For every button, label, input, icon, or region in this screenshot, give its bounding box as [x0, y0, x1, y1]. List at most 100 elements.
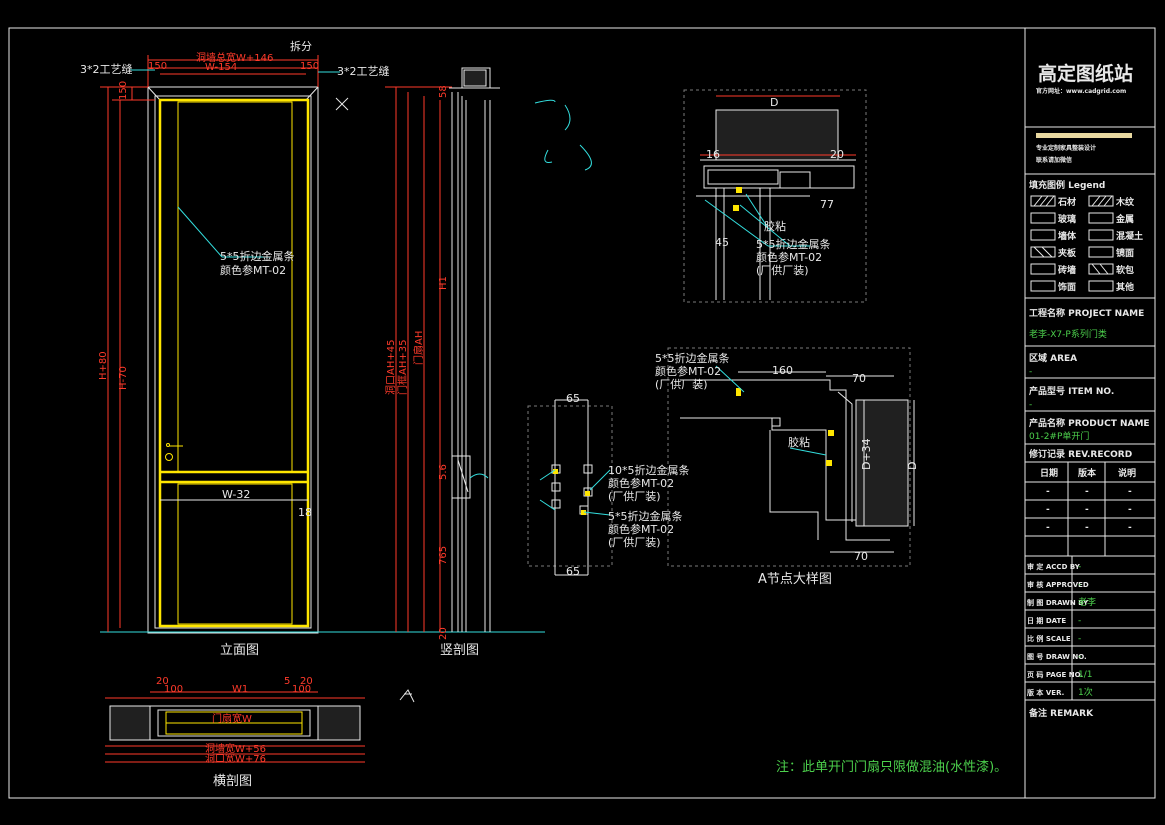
- field-label-2: 审 核 APPROVED: [1027, 580, 1089, 589]
- legend-item-6: 混凝土: [1116, 230, 1143, 242]
- node-top-detail: D 16 20 45 77 胶粘 5*5折边金属条 颜色参MT-02 (厂供厂装…: [683, 89, 867, 303]
- rev-r3-c1: -: [1046, 523, 1050, 533]
- node-a-dim-70-bot: 70: [854, 550, 868, 563]
- legend-title: 填充图例 Legend: [1029, 179, 1105, 191]
- product-label: 产品名称 PRODUCT NAME: [1029, 417, 1150, 429]
- field-label-6: 图 号 DRAW NO.: [1027, 652, 1087, 661]
- label-gap-right: 3*2工艺缝: [337, 64, 390, 78]
- legend-item-10: 软包: [1116, 264, 1134, 276]
- dim-20: 20: [438, 627, 449, 640]
- product-value: 01-2#P单开门: [1029, 430, 1089, 442]
- legend-item-1: 石材: [1057, 196, 1076, 208]
- vertical-section-view: 洞口AH+45 门框AH+35 门扇AH H1 765 58 5.6 20 竖剖…: [385, 67, 500, 658]
- dim-top-inner: W-154: [205, 62, 237, 73]
- node-top-dim-16: 16: [706, 148, 720, 161]
- model-value: -: [1029, 400, 1032, 410]
- revision-label: 修订记录 REV.RECORD: [1028, 448, 1132, 460]
- dim-door-ah: 门扇AH: [412, 331, 425, 365]
- horizontal-section-title: 横剖图: [213, 774, 252, 789]
- field-value-2: -: [1078, 580, 1081, 590]
- legend-item-12: 其他: [1116, 281, 1134, 293]
- node-a-dim-160: 160: [772, 364, 793, 377]
- wall-right: [317, 705, 361, 741]
- dim-top-left: 150: [148, 61, 167, 72]
- rev-r2-c1: -: [1046, 505, 1050, 515]
- title-block: 高定图纸站 官方网址：www.cadgrid.com 专业定制家具整装设计 联系…: [1025, 62, 1155, 719]
- node-a-title: A节点大样图: [758, 572, 832, 587]
- field-label-7: 页 码 PAGE NO.: [1027, 671, 1083, 679]
- company-line-1: 专业定制家具整装设计: [1036, 144, 1096, 152]
- dim-765: 765: [438, 546, 449, 565]
- label-door-width: 门扇宽W: [212, 712, 252, 725]
- node-mid-dim-65-top: 65: [566, 392, 580, 405]
- label-gap-left: 3*2工艺缝: [80, 62, 133, 76]
- node-top-dim-45: 45: [715, 236, 729, 249]
- hdim-20-right: 20: [300, 676, 313, 687]
- rev-r3-c2: -: [1085, 523, 1089, 533]
- dim-56: 5.6: [438, 464, 449, 480]
- field-value-6: -: [1078, 652, 1081, 662]
- project-value: 老李-X7-P系列门类: [1029, 328, 1107, 340]
- brand-website: 官方网址：www.cadgrid.com: [1036, 87, 1126, 95]
- label-split: 拆分: [290, 39, 312, 53]
- dim-h1: H1: [438, 276, 449, 290]
- brand-logo: 高定图纸站: [1038, 62, 1133, 85]
- node-mid-strip10-2: 颜色参MT-02: [608, 476, 674, 490]
- node-mid-strip10-3: (厂供厂装): [608, 489, 661, 503]
- sheet-border: [8, 27, 1156, 799]
- legend-item-4: 金属: [1115, 213, 1134, 225]
- strip-label-1: 5*5折边金属条: [220, 249, 295, 263]
- dim-hole-ah45: 洞口AH+45: [385, 340, 397, 395]
- node-a-detail: 5*5折边金属条 颜色参MT-02 (厂供厂装) 160 70 70 D D+3…: [655, 347, 919, 587]
- field-label-3: 制 图 DRAWN BY: [1027, 598, 1089, 607]
- node-top-strip-2: 颜色参MT-02: [756, 250, 822, 264]
- rev-header-ver: 版本: [1077, 467, 1097, 479]
- node-a-dim-70-top: 70: [852, 372, 866, 385]
- label-hole-w76: 洞口宽W+76: [205, 752, 266, 765]
- field-label-1: 审 定 ACCD BY: [1027, 562, 1081, 571]
- area-value: -: [1029, 367, 1032, 377]
- elevation-title: 立面图: [220, 643, 259, 658]
- node-top-strip-3: (厂供厂装): [756, 263, 809, 277]
- sketch-strokes: [534, 99, 592, 171]
- horizontal-section-view: 20 100 W1 5 20 100 门扇宽W 洞墙宽W+56 洞口宽W+76 …: [105, 676, 365, 789]
- field-label-8: 版 本 VER.: [1027, 688, 1064, 697]
- node-a-glue: 胶粘: [788, 435, 810, 449]
- dim-58: 58: [438, 85, 449, 98]
- dim-frame-ah35: 门框AH+35: [396, 340, 409, 395]
- label-hole-w56: 洞墙宽W+56: [205, 742, 266, 755]
- node-top-strip-1: 5*5折边金属条: [756, 237, 831, 251]
- rev-r2-c2: -: [1085, 505, 1089, 515]
- node-top-dim-20: 20: [830, 148, 844, 161]
- rev-r1-c3: -: [1128, 487, 1132, 497]
- dim-top-right: 150: [300, 61, 319, 72]
- wall-left: [109, 705, 151, 741]
- drawing-note: 注：此单开门门扇只限做混油(水性漆)。: [776, 759, 1007, 775]
- door-leaf: [158, 98, 310, 628]
- node-mid-strip5-3: (厂供厂装): [608, 535, 661, 549]
- company-line-2: 联系请加微信: [1036, 156, 1072, 164]
- dim-top-outer: 洞墙总宽W+146: [196, 51, 273, 64]
- elevation-outer-frame: [147, 86, 319, 634]
- hdim-w1: W1: [232, 684, 248, 695]
- project-label: 工程名称 PROJECT NAME: [1029, 307, 1144, 319]
- node-a-strip-1: 5*5折边金属条: [655, 351, 730, 365]
- elevation-view: 洞墙总宽W+146 W-154 150 150 3*2工艺缝 3*2工艺缝 拆分…: [80, 39, 545, 658]
- hdim-100-left: 100: [164, 684, 183, 695]
- node-mid-strip10-1: 10*5折边金属条: [608, 463, 690, 477]
- node-top-dim-77: 77: [820, 198, 834, 211]
- node-mid-detail: 65 65 10*5折边金属条 颜色参MT-02 (厂供厂装) 5*5折边金属条…: [527, 392, 690, 578]
- node-top-glue: 胶粘: [764, 219, 786, 233]
- node-a-wall: [855, 399, 909, 527]
- door-handle-icon: [165, 453, 173, 461]
- legend-item-8: 镜面: [1116, 247, 1134, 259]
- rev-header-date: 日期: [1040, 467, 1058, 479]
- field-value-7: 1/1: [1078, 670, 1092, 680]
- rev-r1-c2: -: [1085, 487, 1089, 497]
- node-top-wall: [715, 109, 839, 161]
- vertical-section-title: 竖剖图: [440, 643, 479, 658]
- field-value-1: -: [1078, 562, 1081, 572]
- legend-item-5: 墙体: [1058, 230, 1077, 242]
- elevation-inner-frame: [154, 95, 312, 629]
